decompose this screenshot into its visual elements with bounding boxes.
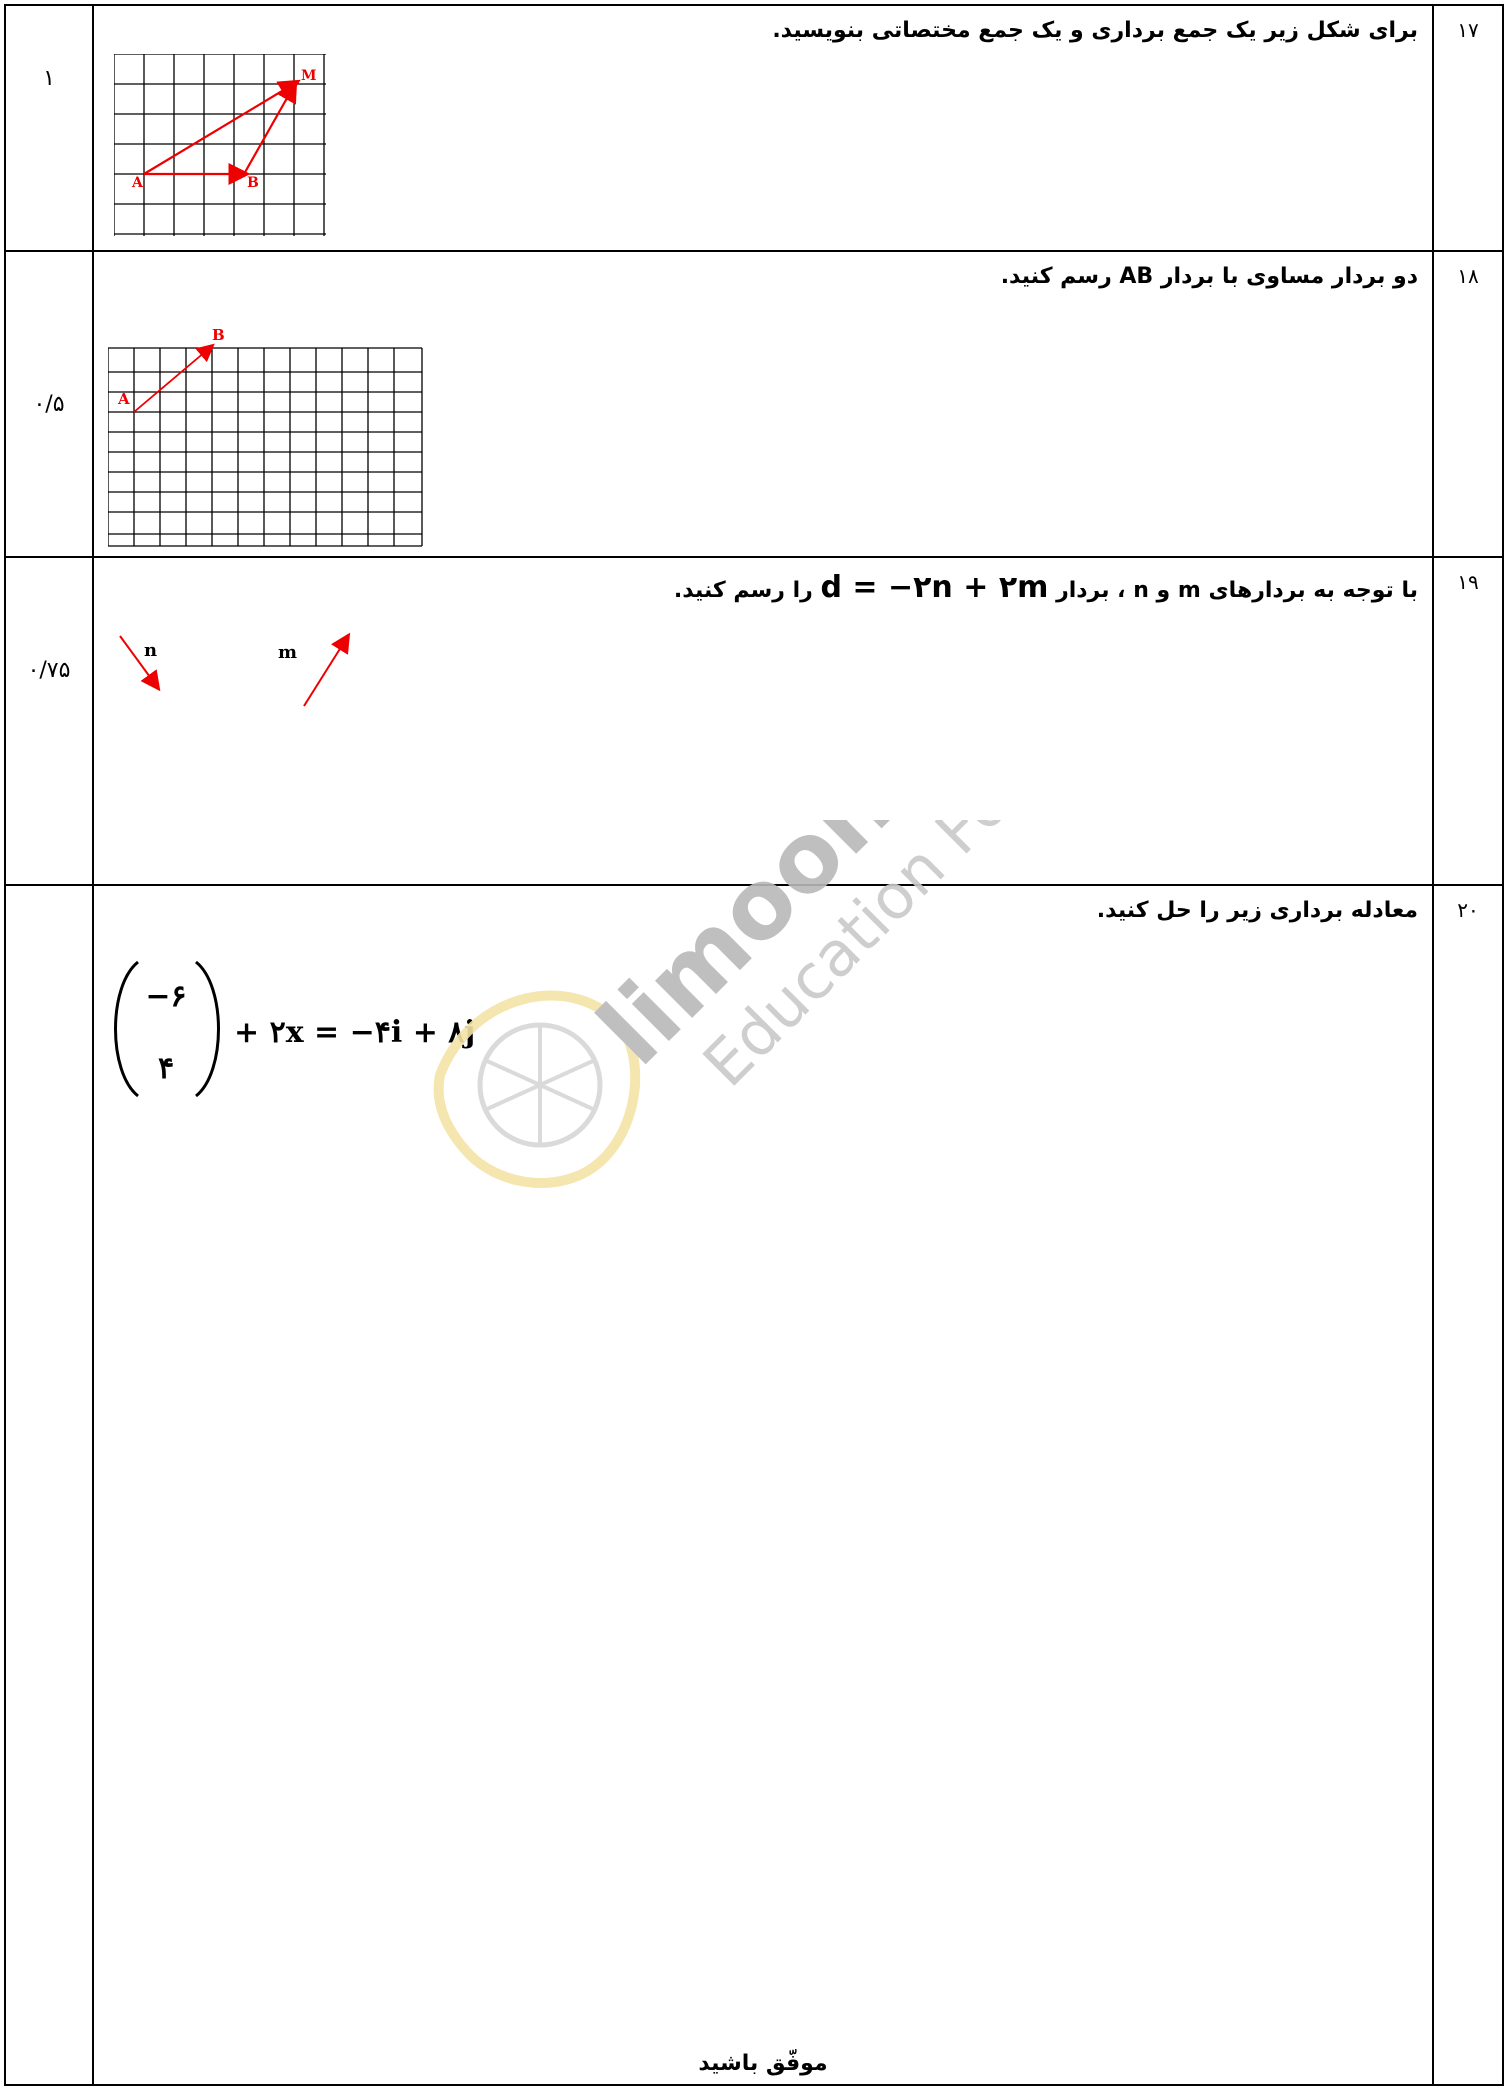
label-m: m — [278, 642, 297, 663]
question-content: برای شکل زیر یک جمع برداری و یک جمع مختص… — [92, 4, 1434, 252]
vector-m — [303, 632, 351, 707]
label-a: A — [131, 175, 144, 191]
label-m: M — [301, 68, 317, 84]
score-cell: ۰/۵ — [4, 250, 94, 558]
score: ۰/۵ — [33, 391, 65, 417]
question-text-part: با توجه به بردارهای — [1208, 578, 1418, 603]
vector-am — [143, 79, 301, 175]
matrix-top: −۶ — [145, 979, 186, 1014]
question-number: ۱۸ — [1457, 264, 1479, 288]
score-cell: ۱ — [4, 4, 94, 252]
question-row-18: ۰/۵ دو بردار مساوی با بردار AB رسم کنید. — [4, 250, 1504, 558]
vector-equation: −۶ ۴ + ۲x = −۴i + ۸j — [114, 960, 475, 1098]
question-content: با توجه به بردارهای m و n ، بردار d = −۲… — [92, 556, 1434, 886]
question-content: دو بردار مساوی با بردار AB رسم کنید. — [92, 250, 1434, 558]
score-cell — [4, 884, 94, 2086]
question-text: معادله برداری زیر را حل کنید. — [1096, 898, 1418, 923]
vector-grid-figure: A B — [108, 326, 423, 547]
question-text-part: رسم کنید. — [1000, 264, 1112, 289]
question-number: ۲۰ — [1457, 898, 1479, 922]
vector-triangle-figure: A B M — [114, 54, 326, 236]
question-content: معادله برداری زیر را حل کنید. −۶ ۴ + ۲x … — [92, 884, 1434, 2086]
question-text-part: و — [1156, 578, 1171, 603]
question-text: برای شکل زیر یک جمع برداری و یک جمع مختص… — [772, 18, 1418, 43]
number-cell: ۱۹ — [1432, 556, 1504, 886]
score-cell: ۰/۷۵ — [4, 556, 94, 886]
label-n: n — [144, 640, 157, 661]
label-b: B — [212, 326, 225, 344]
score: ۰/۷۵ — [27, 658, 71, 683]
label-b: B — [247, 175, 259, 191]
vector-m-label: m — [1177, 578, 1201, 603]
question-number: ۱۹ — [1457, 570, 1479, 594]
question-number: ۱۷ — [1457, 18, 1479, 42]
equation-rest: + ۲x = −۴i + ۸j — [234, 1015, 475, 1050]
number-cell: ۲۰ — [1432, 884, 1504, 2086]
question-text: با توجه به بردارهای m و n ، بردار d = −۲… — [94, 558, 1432, 605]
vector-name: AB — [1119, 264, 1154, 289]
matrix-bottom: ۴ — [158, 1051, 174, 1086]
vector-ab — [133, 343, 215, 413]
question-text: دو بردار مساوی با بردار AB رسم کنید. — [94, 252, 1432, 289]
label-a: A — [117, 390, 130, 408]
question-row-20: معادله برداری زیر را حل کنید. −۶ ۴ + ۲x … — [4, 884, 1504, 2086]
vector-n — [119, 635, 161, 692]
right-paren — [195, 960, 220, 1098]
number-cell: ۱۷ — [1432, 4, 1504, 252]
vector-n-label: n — [1133, 578, 1149, 603]
left-paren — [114, 960, 139, 1098]
question-text-part: دو بردار مساوی با بردار — [1160, 264, 1418, 289]
exam-table: ۱ برای شکل زیر یک جمع برداری و یک جمع مخ… — [4, 4, 1504, 2086]
question-text-part: را رسم کنید. — [673, 578, 813, 603]
question-text-part: ، بردار — [1056, 578, 1126, 603]
score: ۱ — [43, 66, 55, 91]
question-row-19: ۰/۷۵ با توجه به بردارهای m و n ، بردار d… — [4, 556, 1504, 886]
number-cell: ۱۸ — [1432, 250, 1504, 558]
question-row-17: ۱ برای شکل زیر یک جمع برداری و یک جمع مخ… — [4, 4, 1504, 252]
vectors-m-n-figure: n m — [119, 632, 351, 707]
footer-text: موفّق باشید — [698, 2051, 828, 2076]
formula: d = −۲n + ۲m — [820, 570, 1049, 605]
